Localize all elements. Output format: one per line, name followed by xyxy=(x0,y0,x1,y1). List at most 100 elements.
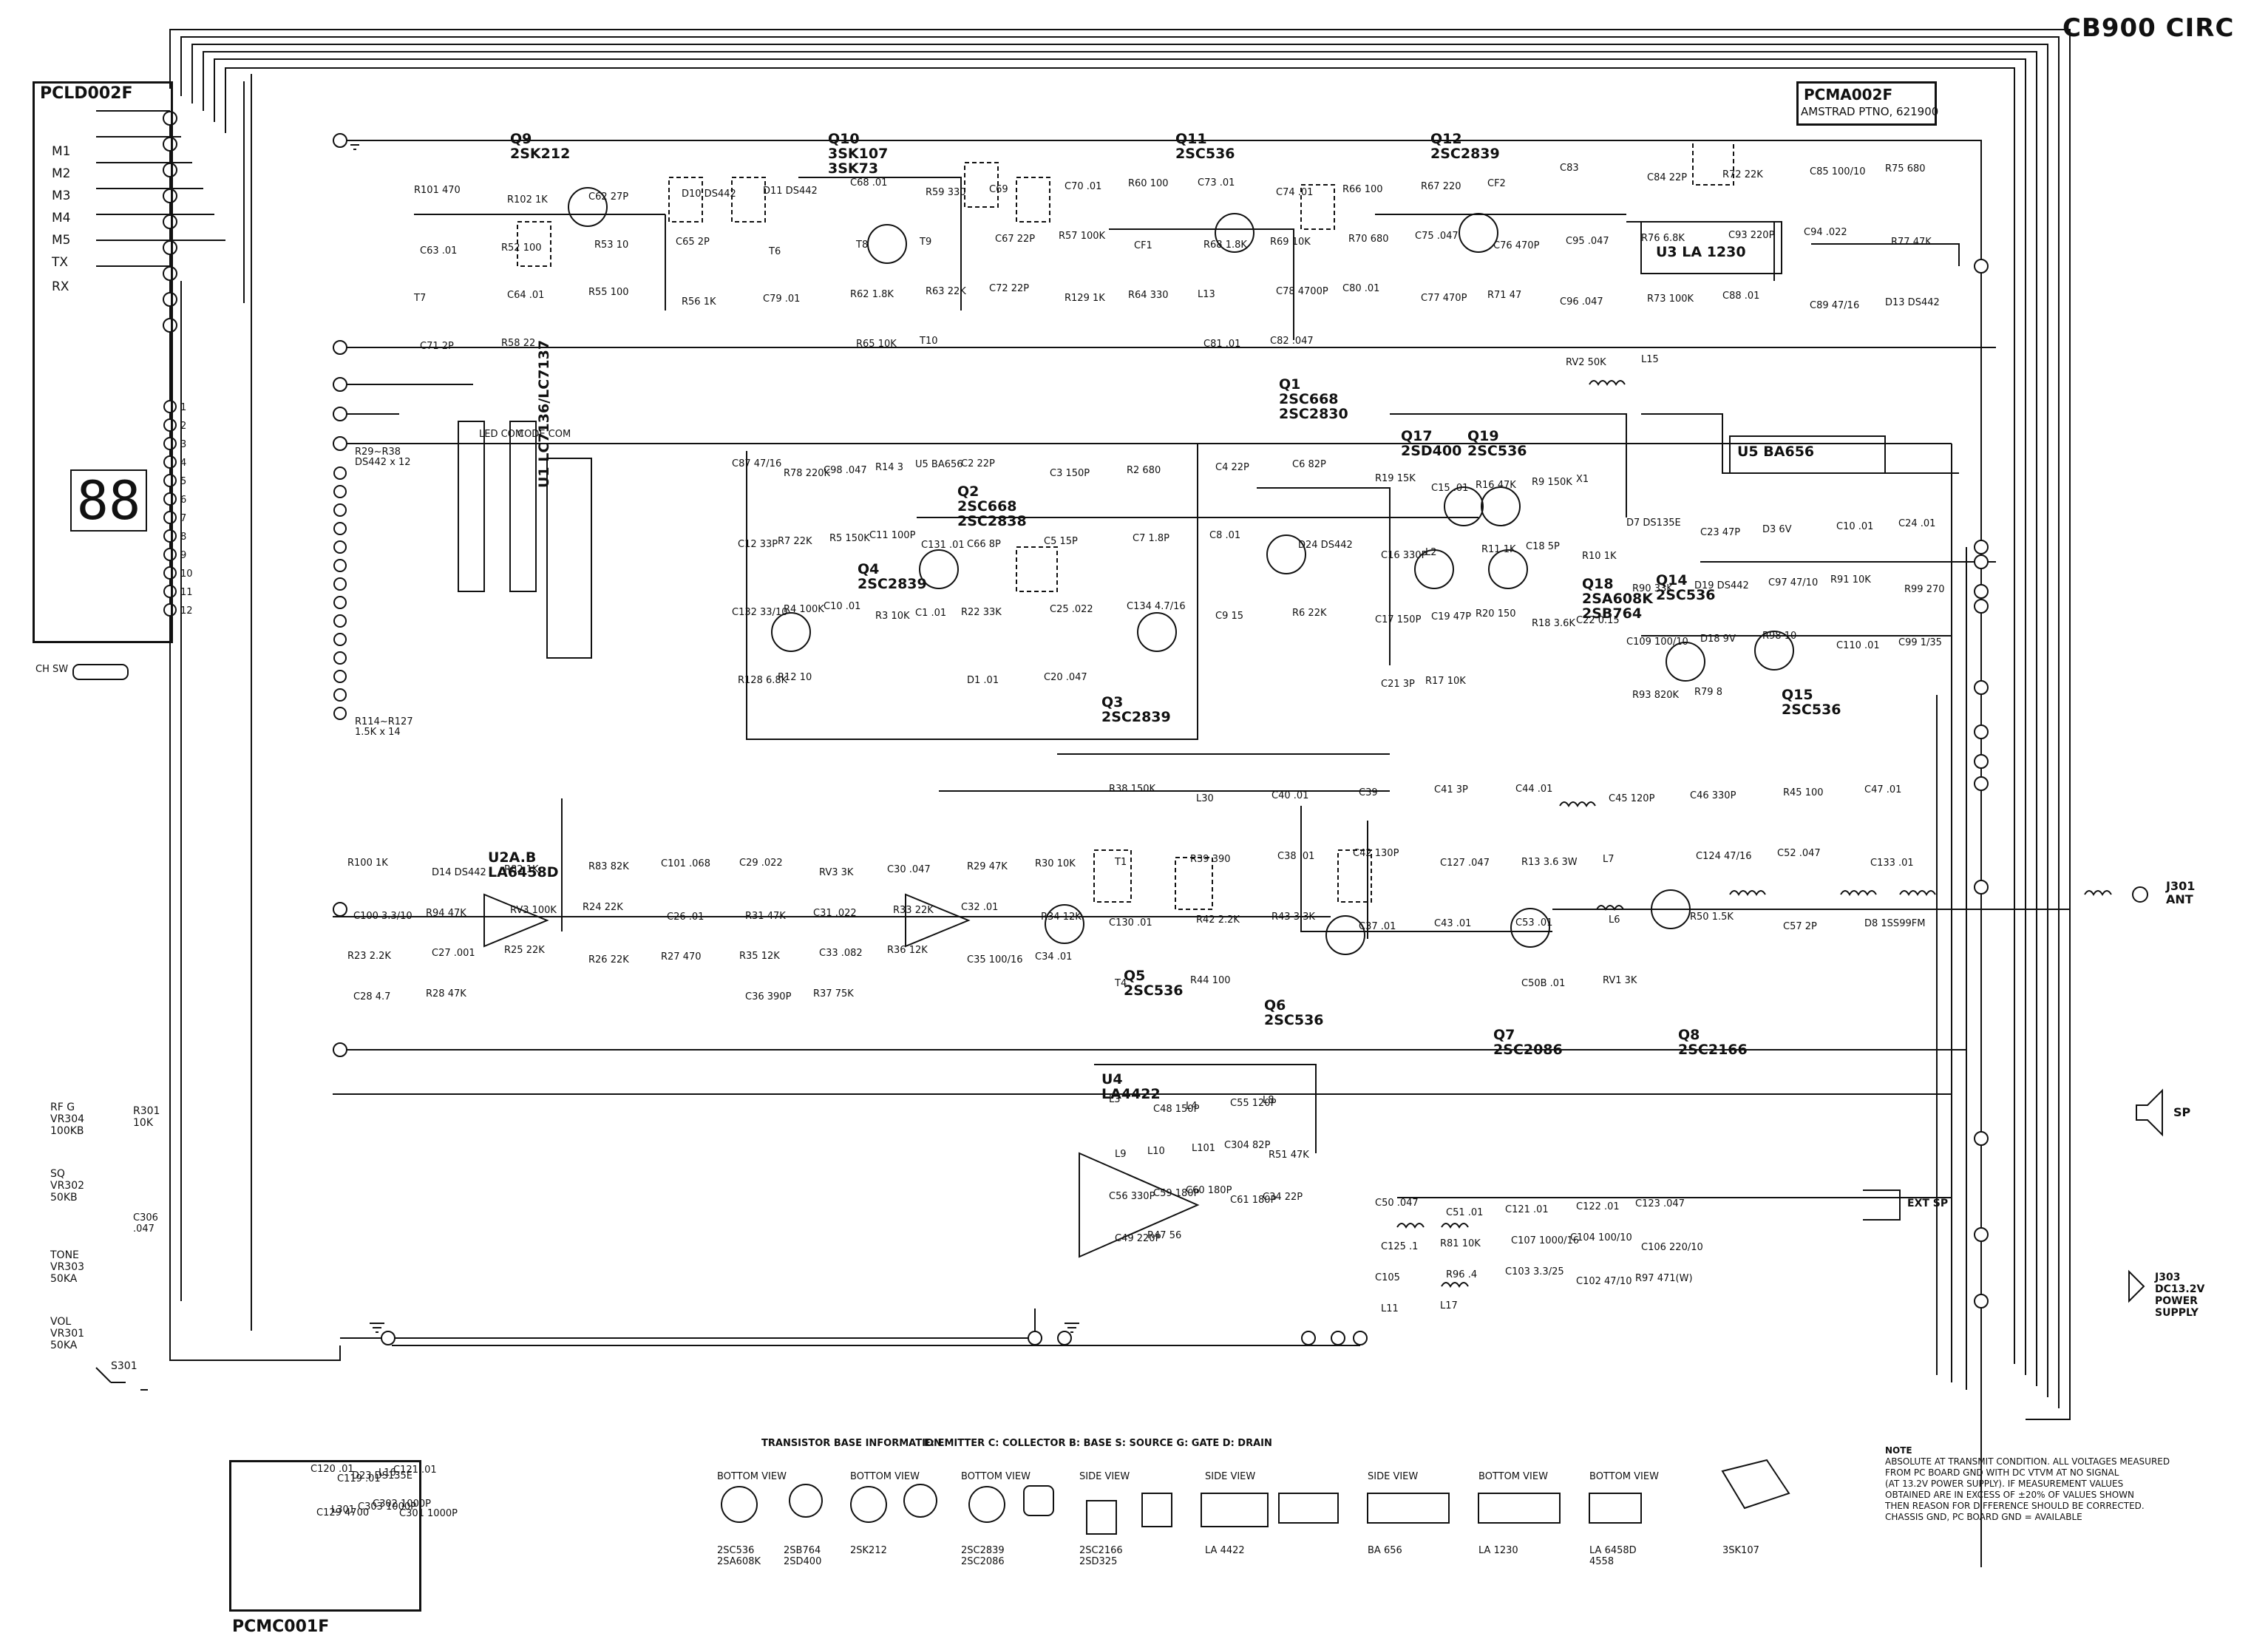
component-label: C98 .047 xyxy=(824,465,867,476)
component-label: R20 150 xyxy=(1476,608,1516,620)
component-label: C50 .047 xyxy=(1375,1198,1419,1209)
component-label: C12 33P xyxy=(738,539,778,550)
component-label: C69 xyxy=(989,184,1008,195)
component-label: C102 47/10 xyxy=(1576,1276,1632,1287)
component-label: CF2 xyxy=(1487,178,1506,189)
component-label: R30 10K xyxy=(1035,858,1076,869)
power-switch-s301[interactable]: S301 xyxy=(111,1360,137,1372)
component-label: C66 8P xyxy=(967,539,1001,550)
seven-segment-display: 88 xyxy=(70,469,147,532)
component-label: L7 xyxy=(1603,854,1615,865)
component-label: C49 220P xyxy=(1115,1233,1161,1244)
component-label: C106 220/10 xyxy=(1641,1242,1703,1253)
component-label: U5 BA656 xyxy=(915,459,963,470)
component-label: D19 DS442 xyxy=(1694,580,1749,591)
pcma-module-subtitle: AMSTRAD PTNO, 621900 xyxy=(1801,105,1939,118)
io-label: TX xyxy=(52,255,69,270)
component-label: R79 8 xyxy=(1694,687,1722,698)
component-label: R91 10K xyxy=(1830,574,1871,586)
component-label: C61 180P xyxy=(1230,1195,1277,1206)
component-label: RV2 50K xyxy=(1566,357,1606,368)
note-block: NOTE ABSOLUTE AT TRANSMIT CONDITION. ALL… xyxy=(1885,1445,2170,1522)
component-label: C36 390P xyxy=(745,991,792,1002)
component-label: C21 3P xyxy=(1381,679,1415,690)
component-label: C39 xyxy=(1359,787,1378,798)
component-label: C35 100/16 xyxy=(967,954,1023,965)
component-label: C73 .01 xyxy=(1198,177,1235,189)
component-label: C2 22P xyxy=(961,458,995,469)
component-label: R70 680 xyxy=(1348,234,1389,245)
component-label: R78 220K xyxy=(784,468,831,479)
component-label: C6 82P xyxy=(1292,459,1326,470)
ic-u1: U1 LC7136/LC7137 xyxy=(536,339,552,488)
component-label: R55 100 xyxy=(588,287,629,298)
component-label: R64 330 xyxy=(1128,290,1169,301)
io-label: M4 xyxy=(52,211,71,225)
control-tone-cap: C306.047 xyxy=(133,1212,158,1235)
pin-number: 10 xyxy=(180,568,193,580)
component-label: C302 1000P xyxy=(373,1498,431,1510)
component-label: C125 .1 xyxy=(1381,1241,1419,1252)
component-label: R27 470 xyxy=(661,951,702,963)
legend-title: TRANSISTOR BASE INFORMATION xyxy=(761,1438,942,1449)
channel-switch[interactable] xyxy=(72,664,129,680)
component-label: C48 150P xyxy=(1153,1104,1200,1115)
component-label: C10 .01 xyxy=(1836,521,1874,532)
io-label: M3 xyxy=(52,189,71,203)
component-label: C81 .01 xyxy=(1203,339,1241,350)
ic-u5: U5 BA656 xyxy=(1737,444,1815,460)
component-label: C57 2P xyxy=(1783,921,1817,932)
io-label: M1 xyxy=(52,144,71,159)
pin-number: 12 xyxy=(180,605,193,617)
pin-number: 6 xyxy=(180,495,187,506)
component-label: C96 .047 xyxy=(1560,296,1603,308)
component-label: R5 150K xyxy=(829,533,870,544)
page-title: CB900 CIRC xyxy=(2062,13,2235,43)
component-label: C124 47/16 xyxy=(1696,851,1752,862)
component-label: C60 180P xyxy=(1186,1185,1232,1196)
component-label: R23 2.2K xyxy=(347,951,391,962)
component-label: C31 .022 xyxy=(813,908,857,919)
pcma-module-label: PCMA002F xyxy=(1804,86,1893,103)
component-label: C121 .01 xyxy=(1505,1204,1549,1215)
pcld-module-box xyxy=(33,81,173,643)
legend-part-label: 2SC536 2SA608K xyxy=(717,1545,761,1567)
component-label: C1 .01 xyxy=(915,608,947,619)
component-label: R11 1K xyxy=(1481,544,1516,555)
component-label: C10 .01 xyxy=(824,601,861,612)
component-label: T4 xyxy=(1115,978,1127,989)
component-label: D24 DS442 xyxy=(1298,540,1353,551)
component-label: C33 .082 xyxy=(819,948,863,959)
component-label: D14 DS442 xyxy=(432,867,486,878)
component-label: C40 .01 xyxy=(1271,790,1309,801)
component-label: C80 .01 xyxy=(1342,283,1380,294)
component-label: L13 xyxy=(1198,289,1215,300)
component-label: R52 100 xyxy=(501,242,542,254)
component-label: C56 330P xyxy=(1109,1191,1155,1202)
component-label: C123 .047 xyxy=(1635,1198,1685,1209)
component-label: C26 .01 xyxy=(667,912,704,923)
component-label: C47 .01 xyxy=(1864,784,1902,795)
component-label: C24 .01 xyxy=(1898,518,1936,529)
component-label: C107 1000/16 xyxy=(1511,1235,1580,1246)
component-label: C83 xyxy=(1560,163,1579,174)
pcma-module-box xyxy=(1796,81,1937,126)
component-label: R90 33K xyxy=(1632,583,1673,594)
component-label: R67 220 xyxy=(1421,181,1461,192)
pin-number: 9 xyxy=(180,550,187,561)
component-label: C16 330P xyxy=(1381,550,1427,561)
component-label: C99 1/35 xyxy=(1898,637,1942,648)
component-label: C93 220P xyxy=(1728,230,1775,241)
legend-part-label: 2SK212 xyxy=(850,1545,887,1556)
